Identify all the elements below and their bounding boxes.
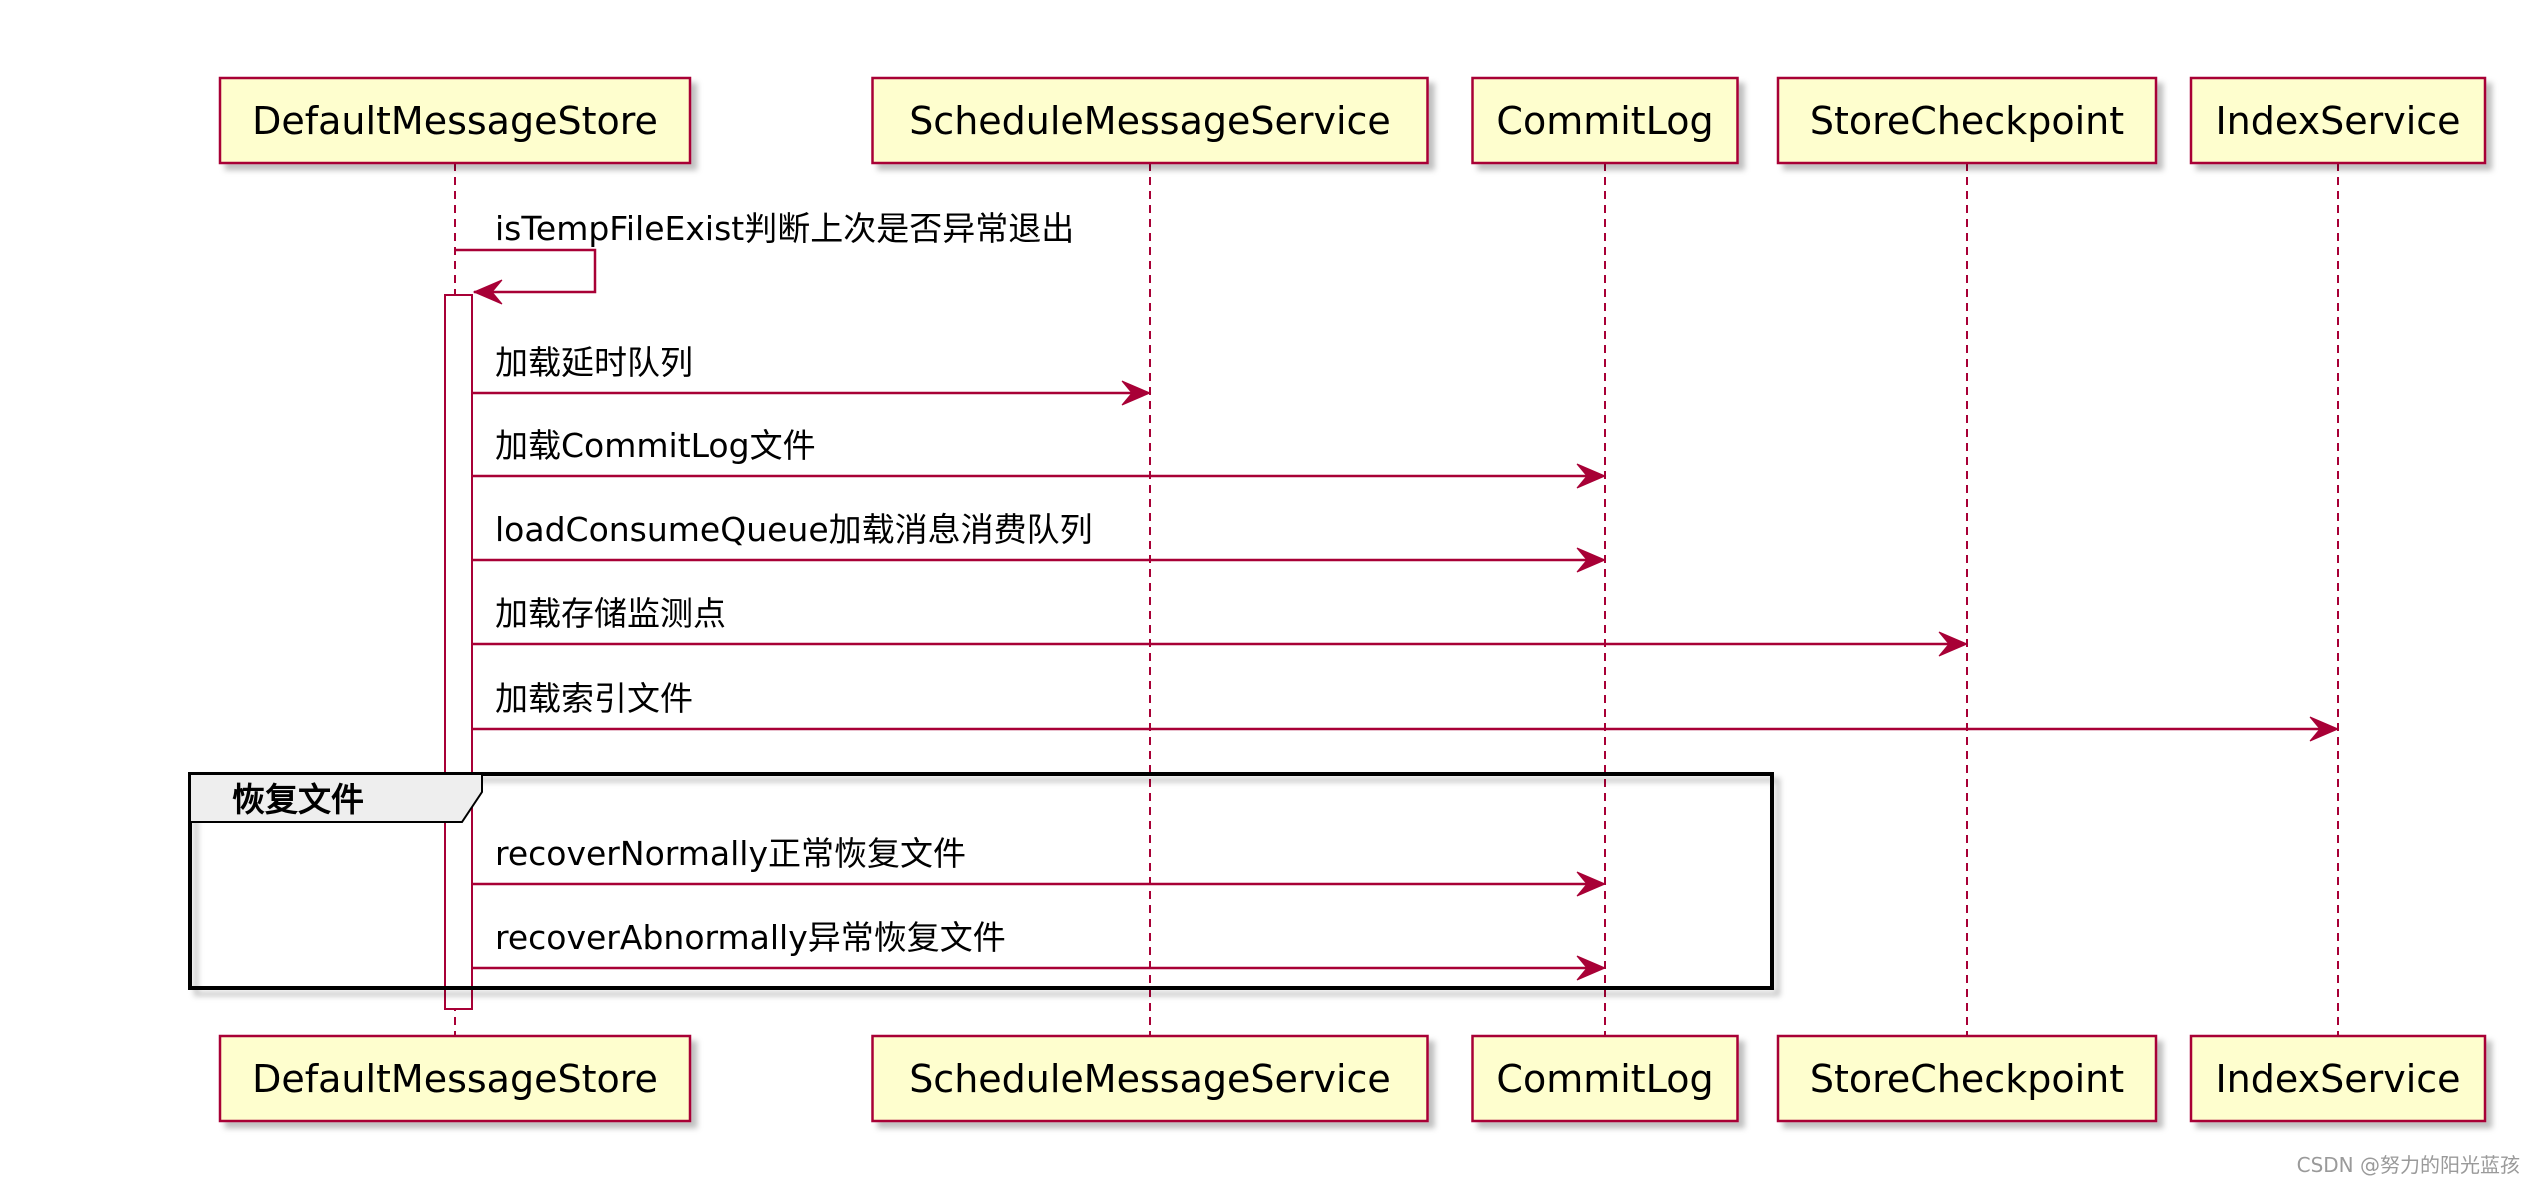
message-arrowhead: [472, 279, 503, 305]
participant-dms-top: DefaultMessageStore: [218, 76, 692, 165]
message-label: loadConsumeQueue加载消息消费队列: [495, 510, 1093, 549]
participant-label: CommitLog: [1496, 99, 1713, 143]
participant-is-bottom: IndexService: [2189, 1034, 2487, 1123]
participant-label: DefaultMessageStore: [252, 99, 658, 143]
message-3: 加载CommitLog文件: [472, 426, 1607, 489]
message-6: 加载索引文件: [472, 679, 2340, 742]
messages: isTempFileExist判断上次是否异常退出加载延时队列加载CommitL…: [455, 209, 2340, 981]
group-label-tab: [189, 773, 483, 823]
participant-box: [871, 76, 1429, 165]
participant-box: [1776, 76, 2158, 165]
message-arrowhead: [1576, 871, 1607, 897]
participant-cl-top: CommitLog: [1471, 76, 1739, 165]
group-frame-rect: [188, 772, 1774, 990]
participant-box: [871, 1034, 1429, 1123]
participant-box: [1776, 1034, 2158, 1123]
message-8: recoverAbnormally异常恢复文件: [472, 918, 1607, 981]
message-label: recoverAbnormally异常恢复文件: [495, 918, 1006, 957]
participant-box: [1471, 76, 1739, 165]
participant-label: StoreCheckpoint: [1810, 1057, 2124, 1101]
message-5: 加载存储监测点: [472, 594, 1969, 657]
participant-sc-top: StoreCheckpoint: [1776, 76, 2158, 165]
participant-label: CommitLog: [1496, 1057, 1713, 1101]
watermark: CSDN @努力的阳光蓝孩: [2297, 1153, 2520, 1177]
message-arrowhead: [2309, 716, 2340, 742]
alt-group-frame: 恢复文件: [188, 772, 1774, 990]
message-7: recoverNormally正常恢复文件: [472, 834, 1607, 897]
participant-sms-bottom: ScheduleMessageService: [871, 1034, 1429, 1123]
message-arrowhead: [1576, 463, 1607, 489]
message-arrowhead: [1121, 380, 1152, 406]
message-label: 加载延时队列: [495, 343, 693, 382]
self-message-line: [455, 248, 597, 294]
participant-cl-bottom: CommitLog: [1471, 1034, 1739, 1123]
message-2: 加载延时队列: [472, 343, 1152, 406]
message-label: 加载存储监测点: [495, 594, 726, 633]
message-1: isTempFileExist判断上次是否异常退出: [455, 209, 1074, 305]
participant-box: [2189, 1034, 2487, 1123]
message-label: 加载索引文件: [495, 679, 693, 718]
participant-label: IndexService: [2215, 1057, 2460, 1101]
participant-label: StoreCheckpoint: [1810, 99, 2124, 143]
participant-label: DefaultMessageStore: [252, 1057, 658, 1101]
group-label: 恢复文件: [232, 780, 364, 819]
message-arrowhead: [1938, 631, 1969, 657]
lifelines: [454, 163, 2339, 1036]
message-4: loadConsumeQueue加载消息消费队列: [472, 510, 1607, 573]
activation-bar: [444, 294, 473, 1010]
participant-is-top: IndexService: [2189, 76, 2487, 165]
participant-box: [2189, 76, 2487, 165]
participant-box: [218, 1034, 692, 1123]
participant-label: IndexService: [2215, 99, 2460, 143]
participant-dms-bottom: DefaultMessageStore: [218, 1034, 692, 1123]
participant-box: [218, 76, 692, 165]
participant-box: [1471, 1034, 1739, 1123]
message-label: isTempFileExist判断上次是否异常退出: [495, 209, 1074, 248]
message-label: 加载CommitLog文件: [495, 426, 816, 465]
message-arrowhead: [1576, 955, 1607, 981]
participant-label: ScheduleMessageService: [909, 99, 1391, 143]
participant-sms-top: ScheduleMessageService: [871, 76, 1429, 165]
participant-sc-bottom: StoreCheckpoint: [1776, 1034, 2158, 1123]
activation-rect: [444, 294, 473, 1010]
message-arrowhead: [1576, 547, 1607, 573]
participant-label: ScheduleMessageService: [909, 1057, 1391, 1101]
message-label: recoverNormally正常恢复文件: [495, 834, 966, 873]
